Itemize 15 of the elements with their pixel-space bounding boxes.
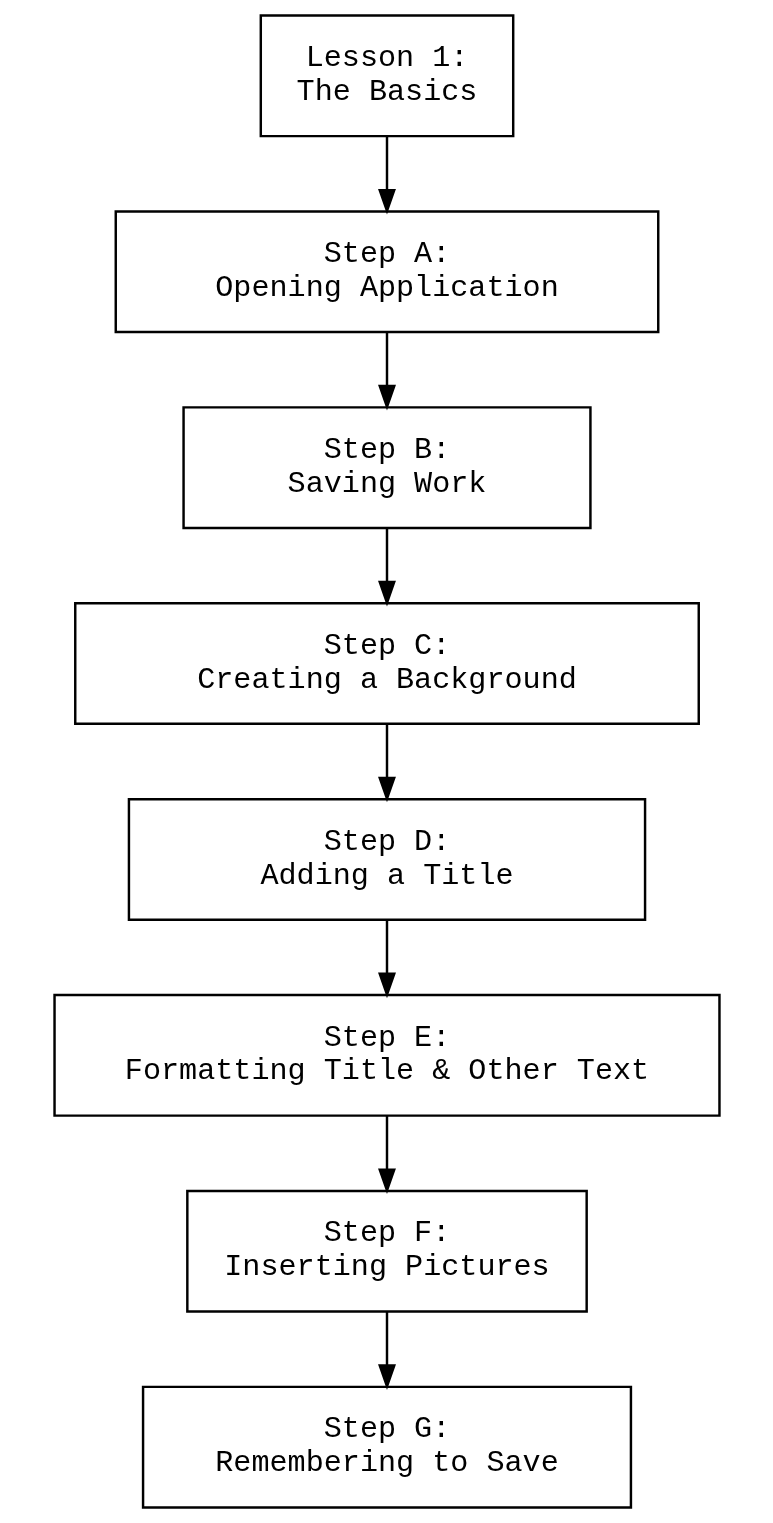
arrow — [377, 332, 396, 411]
node-box: Step F: Inserting Pictures — [185, 1189, 588, 1313]
arrow — [377, 1311, 396, 1390]
arrow — [377, 528, 396, 607]
arrow — [377, 1115, 396, 1195]
node-box: Step C: Creating a Background — [73, 602, 700, 726]
node-box: Step E: Formatting Title & Other Text — [52, 993, 721, 1117]
node-box: Step B: Saving Work — [181, 406, 592, 530]
arrow — [377, 136, 396, 215]
arrow — [377, 724, 396, 803]
node-box: Step A: Opening Application — [114, 210, 659, 334]
node-box: Step D: Adding a Title — [127, 797, 646, 921]
arrow — [377, 920, 396, 999]
node-box: Step G: Remembering to Save — [141, 1385, 632, 1509]
node-box: Lesson 1: The Basics — [259, 14, 514, 138]
